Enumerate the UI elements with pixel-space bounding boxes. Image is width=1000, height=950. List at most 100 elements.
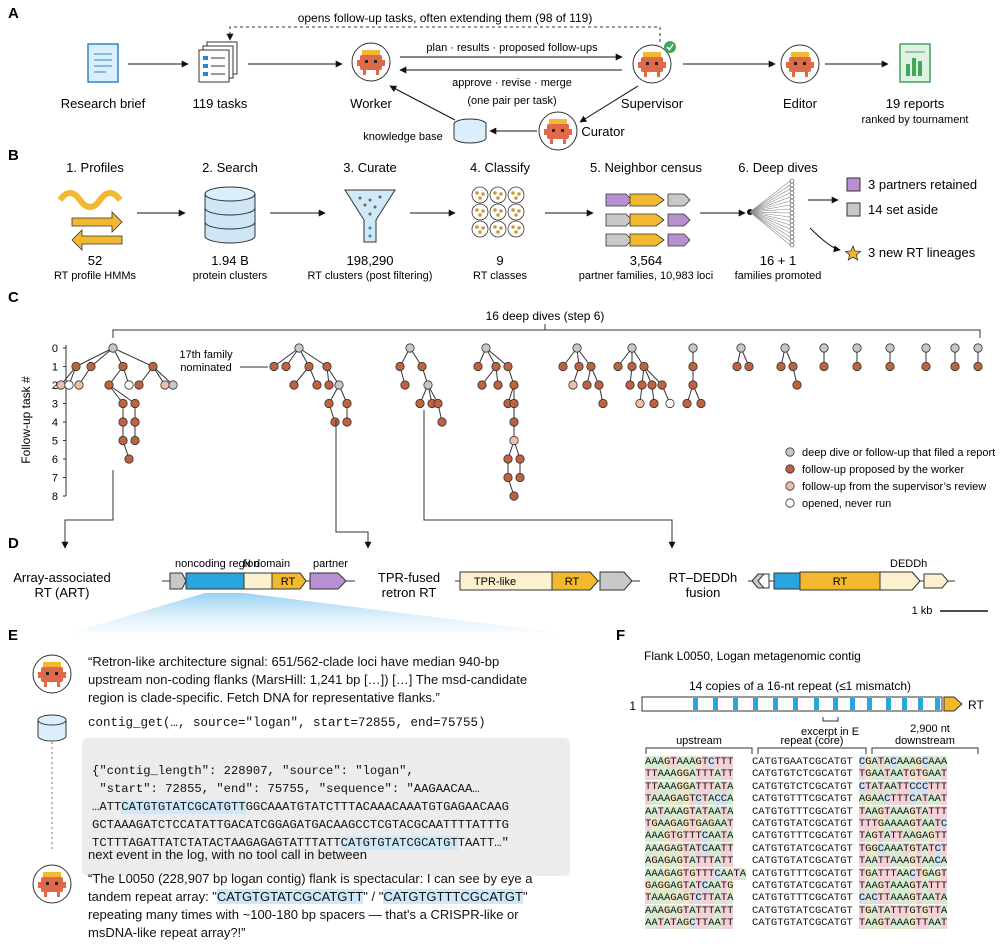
task-node bbox=[330, 417, 340, 427]
task-node bbox=[481, 343, 491, 353]
task-node bbox=[64, 380, 74, 390]
task-node bbox=[437, 417, 447, 427]
flank-cell: AAAGTAAAGTCTTT bbox=[645, 756, 734, 768]
task-node bbox=[395, 361, 405, 372]
task-node bbox=[688, 361, 698, 372]
document-icon bbox=[87, 43, 119, 83]
task-node bbox=[334, 380, 344, 390]
repeat-core-cell: CATGTGTATCGCATGT bbox=[752, 842, 853, 855]
ndomain-label: N domain bbox=[243, 558, 290, 570]
y-tick: 6 bbox=[52, 454, 58, 466]
col-repeat: repeat (core) bbox=[781, 735, 844, 747]
task-node bbox=[657, 380, 667, 390]
task-node bbox=[568, 380, 578, 390]
task-node bbox=[637, 380, 647, 390]
step-title: 6. Deep dives bbox=[738, 160, 818, 175]
zoom-wedge bbox=[70, 593, 560, 633]
y-tick: 2 bbox=[52, 380, 58, 392]
repeat-mark bbox=[867, 698, 872, 710]
task-node bbox=[269, 361, 279, 372]
step-title: 1. Profiles bbox=[66, 160, 124, 175]
neighborhood-icon bbox=[605, 193, 691, 247]
task-node bbox=[627, 361, 637, 372]
flank-track bbox=[641, 696, 943, 712]
editor-robot-icon bbox=[780, 44, 820, 84]
task-node bbox=[433, 398, 443, 409]
repeat-core-cell: CATGTGTTTCGCATGT bbox=[752, 805, 853, 818]
worker-quote-1: “Retron-like architecture signal: 651/56… bbox=[88, 654, 528, 705]
panel-c-letter: C bbox=[8, 289, 19, 306]
task-node bbox=[503, 472, 513, 483]
repeat-core-cell: CATGTGTATCGCATGT bbox=[752, 855, 853, 868]
task-node bbox=[509, 380, 519, 390]
classes-icon bbox=[471, 186, 525, 238]
task-node bbox=[342, 417, 352, 427]
task-node bbox=[160, 380, 170, 390]
flank-cell: AATATAGCTTAATT bbox=[645, 917, 734, 930]
task-node bbox=[665, 398, 675, 409]
worker-robot-icon bbox=[351, 42, 391, 82]
task-node bbox=[503, 361, 513, 372]
panel-e: E bbox=[8, 627, 72, 904]
rt-gene-label: RT bbox=[968, 698, 984, 712]
flank-cell: TAAGTAAAGTATTT bbox=[858, 805, 948, 818]
task-node bbox=[973, 361, 983, 372]
flank-cell: TTAAAGGATTTATA bbox=[645, 780, 734, 793]
task-node bbox=[515, 472, 525, 483]
arch1-rt: RT bbox=[281, 576, 296, 588]
panel-b-letter: B bbox=[8, 147, 19, 164]
flank-cell: TGATTTAACTGAGT bbox=[858, 867, 948, 880]
task-node bbox=[71, 361, 81, 372]
step-sub: protein clusters bbox=[193, 270, 268, 282]
knowledge-base-icon bbox=[453, 118, 487, 144]
flank-cell: TAAAGAGTCTTATA bbox=[645, 892, 734, 905]
task-node bbox=[639, 361, 649, 372]
curator-robot-icon bbox=[538, 111, 578, 151]
repeat-mark bbox=[833, 698, 838, 710]
outcome-lineages: 3 new RT lineages bbox=[868, 245, 976, 260]
repeat-mark bbox=[814, 698, 819, 710]
repeat-core-cell: CATGTGTCTCGCATGT bbox=[752, 780, 853, 793]
repeat-core-cell: CATGTGTTTCGCATGT bbox=[752, 892, 853, 905]
pos-end: 2,900 nt bbox=[910, 723, 950, 735]
task-node bbox=[732, 361, 742, 372]
flank-cell: TAAAGAGTCTACCA bbox=[645, 793, 734, 806]
repeat-core-cell: CATGTGTATCGCATGT bbox=[752, 917, 853, 930]
task-node bbox=[682, 398, 692, 409]
deep-dive-tree bbox=[776, 343, 802, 390]
y-tick: 1 bbox=[52, 362, 58, 374]
step-title: 4. Classify bbox=[470, 160, 530, 175]
deddh-label: DEDDh bbox=[890, 558, 927, 570]
task-node bbox=[322, 361, 332, 372]
deep-dive-tree bbox=[558, 343, 608, 409]
task-node bbox=[124, 454, 134, 464]
flank-cell: TAGTATTAAGAGTT bbox=[858, 830, 948, 843]
partner-label: partner bbox=[313, 558, 348, 570]
worker-quote-2: “The L0050 (228,907 bp logan contig) fla… bbox=[88, 870, 553, 942]
deep-dive-tree bbox=[395, 343, 447, 427]
worker-label: Worker bbox=[350, 96, 392, 111]
flank-cell: TAAGTAAAGTATTT bbox=[858, 880, 948, 893]
legend-swatch bbox=[785, 464, 795, 474]
task-node bbox=[281, 361, 291, 372]
noncoding-label: noncoding region bbox=[175, 558, 259, 570]
task-node bbox=[819, 343, 829, 353]
helix-icon bbox=[57, 190, 123, 251]
task-node bbox=[477, 380, 487, 390]
task-node bbox=[503, 454, 513, 464]
task-node bbox=[574, 361, 584, 372]
report-chart-icon bbox=[899, 43, 931, 83]
task-node bbox=[819, 361, 829, 372]
task-node bbox=[950, 361, 960, 372]
legend-label: follow-up from the supervisor’s review bbox=[802, 481, 986, 493]
result-line: TCTTTAGATTATCTATACTAAGAGAGTATTTATTCATGTG… bbox=[92, 834, 560, 852]
deep-dive-tree bbox=[950, 343, 960, 372]
